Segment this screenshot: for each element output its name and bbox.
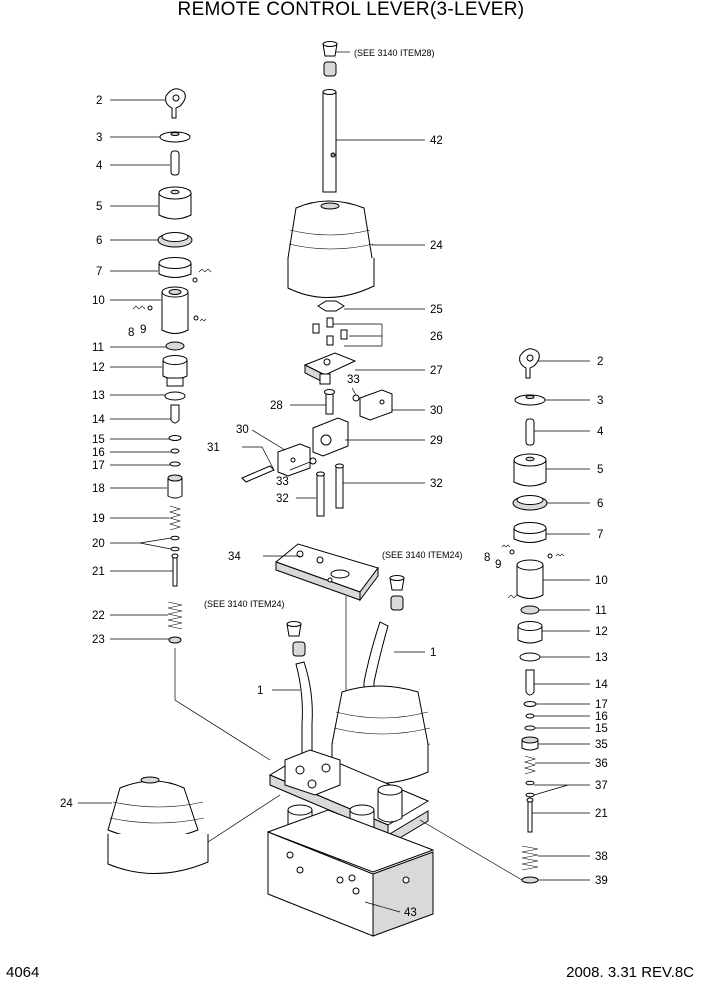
callout-15: 15 — [92, 434, 105, 446]
callout-27: 27 — [430, 365, 443, 377]
callout-29: 29 — [430, 435, 443, 447]
callout-7: 7 — [96, 266, 102, 278]
callout-3: 3 — [96, 132, 102, 144]
callout-19: 19 — [92, 513, 105, 525]
callout-r-3: 3 — [597, 395, 603, 407]
callout-r-39: 39 — [595, 875, 608, 887]
note-see-left: (SEE 3140 ITEM24) — [204, 599, 285, 609]
callout-20: 20 — [92, 538, 105, 550]
callout-10: 10 — [92, 295, 105, 307]
callout-r-36: 36 — [595, 758, 608, 770]
callout-r-21: 21 — [595, 808, 608, 820]
center-parts — [241, 41, 435, 937]
callout-9: 9 — [140, 324, 146, 336]
callout-r-15: 15 — [595, 723, 608, 735]
callout-22: 22 — [92, 610, 105, 622]
callout-13: 13 — [92, 390, 105, 402]
right-parts-stack — [419, 348, 565, 884]
callout-2: 2 — [96, 95, 102, 107]
callout-r-12: 12 — [595, 626, 608, 638]
callout-32-left: 32 — [276, 493, 289, 505]
callout-6: 6 — [96, 235, 102, 247]
callout-30-right: 30 — [430, 405, 443, 417]
callout-42: 42 — [430, 135, 443, 147]
callout-8: 8 — [128, 327, 134, 339]
callout-r-7: 7 — [597, 529, 603, 541]
center-callouts: (SEE 3140 ITEM28) (SEE 3140 ITEM24) (SEE… — [204, 48, 463, 919]
callout-r-13: 13 — [595, 652, 608, 664]
callout-25: 25 — [430, 304, 443, 316]
callout-r-8: 8 — [484, 552, 490, 564]
callout-30-left: 30 — [236, 424, 249, 436]
revision-date: 2008. 3.31 REV.8C — [566, 964, 694, 981]
callout-33-bottom: 33 — [276, 476, 289, 488]
callout-1-right: 1 — [430, 647, 436, 659]
left-callouts: 2 3 4 5 6 7 10 8 9 11 12 13 14 15 16 17 … — [92, 95, 173, 646]
note-see-top: (SEE 3140 ITEM28) — [354, 48, 435, 58]
callout-26: 26 — [430, 331, 443, 343]
callout-21: 21 — [92, 566, 105, 578]
callout-r-38: 38 — [595, 851, 608, 863]
callout-r-9: 9 — [495, 559, 501, 571]
callout-18: 18 — [92, 483, 105, 495]
callout-r-6: 6 — [597, 498, 603, 510]
callout-33-top: 33 — [347, 374, 360, 386]
callout-34: 34 — [228, 551, 241, 563]
callout-24-bottom-left: 24 — [60, 798, 73, 810]
bottom-left-boot: 24 — [60, 776, 281, 875]
callout-r-14: 14 — [595, 679, 608, 691]
callout-5: 5 — [96, 201, 102, 213]
callout-r-17: 17 — [595, 699, 608, 711]
callout-4: 4 — [96, 160, 103, 172]
callout-28: 28 — [270, 400, 283, 412]
callout-r-5: 5 — [597, 464, 603, 476]
callout-12: 12 — [92, 362, 105, 374]
callout-24: 24 — [430, 240, 443, 252]
callout-23: 23 — [92, 634, 105, 646]
callout-r-37: 37 — [595, 780, 608, 792]
note-see-right: (SEE 3140 ITEM24) — [382, 550, 463, 560]
callout-r-35: 35 — [595, 739, 608, 751]
callout-43: 43 — [404, 907, 417, 919]
callout-32-right: 32 — [430, 478, 443, 490]
callout-r-2: 2 — [597, 356, 603, 368]
page-number: 4064 — [6, 964, 40, 981]
callout-1-left: 1 — [257, 685, 263, 697]
callout-r-10: 10 — [595, 575, 608, 587]
callout-r-4: 4 — [597, 426, 604, 438]
callout-14: 14 — [92, 414, 105, 426]
callout-31: 31 — [207, 442, 220, 454]
diagram-title: REMOTE CONTROL LEVER(3-LEVER) — [177, 0, 525, 20]
callout-r-11: 11 — [595, 605, 607, 617]
callout-16: 16 — [92, 447, 105, 459]
right-callouts: 2 3 4 5 6 7 8 9 10 11 12 13 14 17 16 15 … — [484, 356, 608, 887]
callout-17: 17 — [92, 460, 105, 472]
callout-r-16: 16 — [595, 711, 608, 723]
callout-11: 11 — [92, 342, 104, 354]
left-parts-stack — [132, 88, 271, 761]
